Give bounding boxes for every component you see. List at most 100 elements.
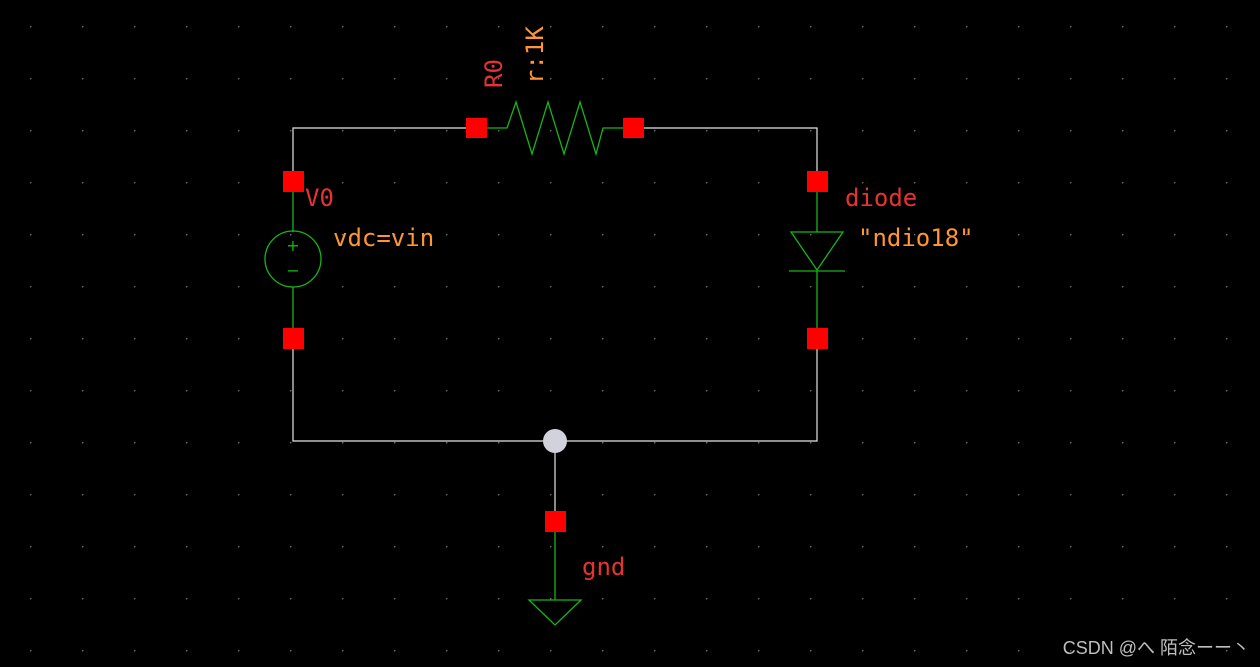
resistor-param-label: r:1K — [521, 26, 549, 84]
grid-dot — [134, 130, 136, 132]
grid-dot — [446, 494, 448, 496]
grid-dot — [654, 390, 656, 392]
grid-dot — [706, 26, 708, 28]
grid-dot — [134, 78, 136, 80]
grid-dot — [1174, 390, 1176, 392]
grid-dot — [394, 494, 396, 496]
grid-dot — [550, 182, 552, 184]
diode-ndio18[interactable] — [789, 182, 845, 338]
grid-dot — [1122, 78, 1124, 80]
pin-ground[interactable] — [545, 511, 566, 532]
grid-dot — [498, 390, 500, 392]
source-minus-glyph: − — [286, 261, 299, 280]
grid-dot — [30, 546, 32, 548]
grid-dot — [914, 650, 916, 652]
wire-left-top[interactable] — [292, 127, 476, 182]
grid-dot — [550, 390, 552, 392]
grid-dot — [1122, 494, 1124, 496]
grid-dot — [914, 78, 916, 80]
grid-dot — [1070, 234, 1072, 236]
grid-dot — [706, 182, 708, 184]
grid-dot — [30, 234, 32, 236]
grid-dot — [1018, 182, 1020, 184]
junction-dot[interactable] — [543, 429, 567, 453]
grid-dot — [290, 390, 292, 392]
grid-dot — [498, 338, 500, 340]
ground-symbol[interactable] — [527, 521, 583, 626]
grid-dot — [1070, 286, 1072, 288]
grid-dot — [1122, 390, 1124, 392]
grid-dot — [550, 598, 552, 600]
grid-dot — [394, 234, 396, 236]
pin-diode-cathode[interactable] — [807, 328, 828, 349]
grid-dot — [342, 390, 344, 392]
grid-dot — [1018, 442, 1020, 444]
grid-dot — [758, 234, 760, 236]
grid-dot — [914, 494, 916, 496]
grid-dot — [1070, 494, 1072, 496]
pin-resistor-right[interactable] — [623, 118, 644, 138]
grid-dot — [602, 546, 604, 548]
grid-dot — [1226, 546, 1228, 548]
grid-dot — [758, 390, 760, 392]
grid-dot — [550, 546, 552, 548]
grid-dot — [1226, 494, 1228, 496]
grid-dot — [966, 338, 968, 340]
pin-resistor-left[interactable] — [466, 118, 487, 138]
grid-dot — [550, 78, 552, 80]
grid-dot — [1226, 26, 1228, 28]
grid-dot — [342, 338, 344, 340]
pin-source-minus[interactable] — [283, 328, 304, 349]
resistor-r0[interactable] — [476, 99, 633, 157]
grid-dot — [602, 338, 604, 340]
grid-dot — [186, 390, 188, 392]
grid-dot — [810, 234, 812, 236]
grid-dot — [446, 598, 448, 600]
ground-triangle — [527, 599, 583, 626]
grid-dot — [342, 78, 344, 80]
grid-dot — [238, 494, 240, 496]
grid-dot — [654, 26, 656, 28]
grid-dot — [30, 650, 32, 652]
grid-dot — [654, 182, 656, 184]
wire-bottom-loop[interactable] — [292, 338, 818, 442]
diode-triangle — [789, 231, 845, 272]
grid-dot — [30, 78, 32, 80]
grid-dot — [706, 130, 708, 132]
grid-dot — [290, 494, 292, 496]
grid-dot — [810, 78, 812, 80]
grid-dot — [498, 546, 500, 548]
grid-dot — [706, 78, 708, 80]
grid-dot — [1070, 182, 1072, 184]
grid-dot — [810, 442, 812, 444]
grid-dot — [654, 598, 656, 600]
grid-dot — [966, 546, 968, 548]
grid-dot — [1018, 286, 1020, 288]
grid-dot — [914, 26, 916, 28]
grid-dot — [758, 546, 760, 548]
grid-dot — [186, 338, 188, 340]
grid-dot — [862, 390, 864, 392]
grid-dot — [134, 546, 136, 548]
grid-dot — [446, 182, 448, 184]
grid-dot — [758, 338, 760, 340]
wire-right-top[interactable] — [633, 127, 818, 182]
pin-diode-anode[interactable] — [807, 171, 828, 192]
grid-dot — [1122, 286, 1124, 288]
grid-dot — [914, 182, 916, 184]
grid-dot — [550, 26, 552, 28]
grid-dot — [30, 26, 32, 28]
ground-label: gnd — [582, 553, 625, 581]
diode-param-label: "ndio18" — [858, 224, 974, 252]
pin-source-plus[interactable] — [283, 171, 304, 192]
grid-dot — [550, 494, 552, 496]
grid-dot — [1018, 78, 1020, 80]
grid-dot — [706, 234, 708, 236]
grid-dot — [654, 338, 656, 340]
grid-dot — [602, 442, 604, 444]
watermark-text: CSDN @へ 陌念ーー丶 — [1063, 637, 1250, 658]
grid-dot — [862, 182, 864, 184]
grid-dot — [498, 234, 500, 236]
grid-dot — [342, 598, 344, 600]
grid-dot — [186, 546, 188, 548]
